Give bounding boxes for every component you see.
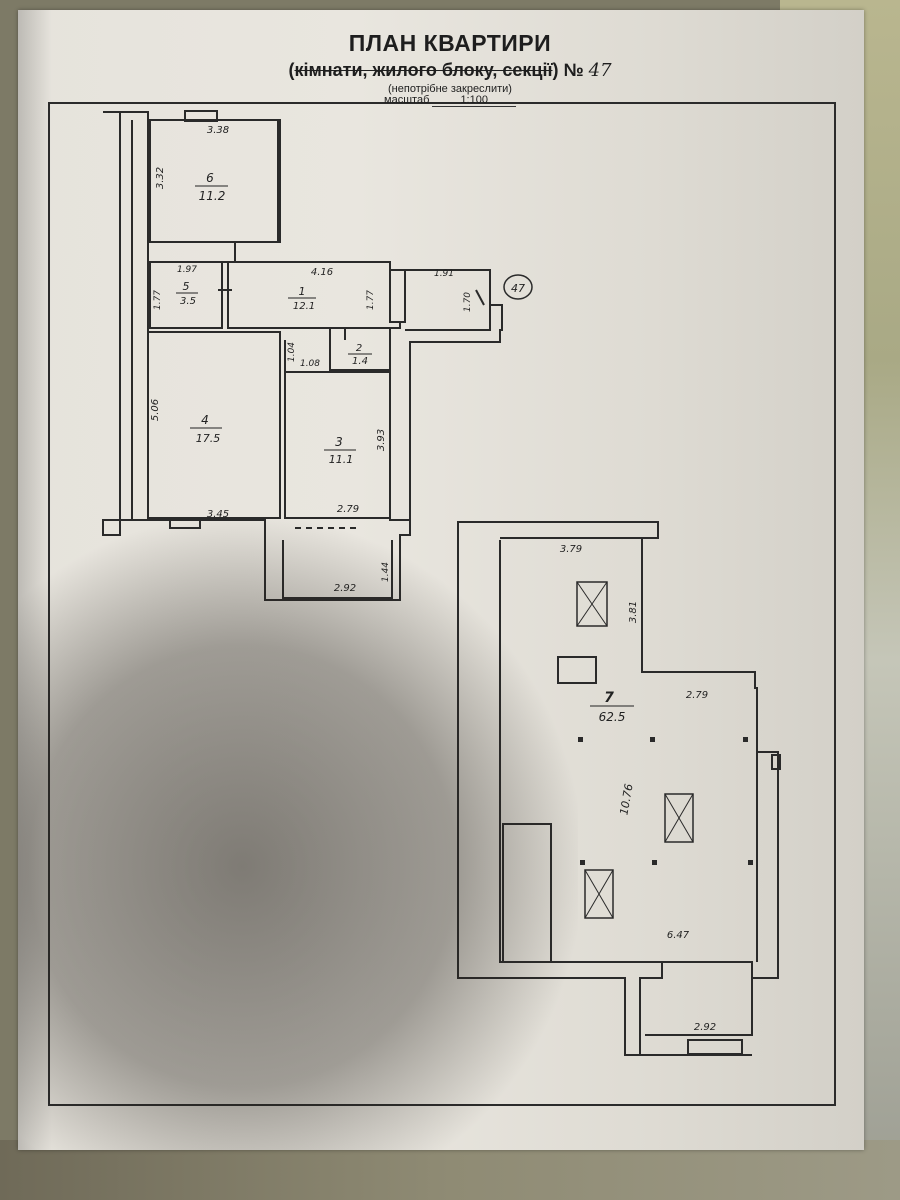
background-bottom	[0, 1140, 900, 1200]
scale-value: 1:100	[432, 94, 516, 107]
dim-room4-height: 5.06	[150, 399, 161, 421]
room-7-area: 62.5	[599, 710, 626, 724]
dim-room7-upper-height: 3.81	[628, 601, 639, 623]
dim-room7-bottom: 2.92	[694, 1022, 716, 1033]
room-3-area: 11.1	[329, 453, 354, 466]
room-5-area: 3.5	[180, 296, 196, 307]
scale-row: масштаб 1:100	[0, 94, 900, 107]
dim-room6-width: 3.38	[207, 125, 229, 136]
room-7-number: 7	[604, 690, 614, 706]
dim-hall-height: 1.04	[287, 342, 297, 362]
dim-room7-top: 3.79	[560, 544, 582, 555]
column-2	[650, 737, 655, 742]
column-6	[748, 860, 753, 865]
dim-balcony-width: 2.92	[334, 583, 356, 594]
room-5-number: 5	[183, 280, 190, 293]
subtitle-struck: кімнати, жилого блоку, секції	[294, 60, 553, 80]
room-7-outline	[457, 521, 779, 1056]
window-room-6	[184, 110, 218, 122]
stair-block	[502, 823, 552, 963]
room-2-number: 2	[356, 343, 362, 354]
room-6-number: 6	[206, 171, 214, 185]
room-1-area: 12.1	[293, 301, 315, 312]
door-right	[475, 289, 485, 306]
room-2-outline	[329, 327, 391, 371]
column-1	[578, 737, 583, 742]
fixture-1	[557, 656, 597, 684]
vent-2	[664, 793, 694, 843]
vent-3	[584, 869, 614, 919]
dim-balcony-height: 1.44	[381, 562, 391, 582]
closet-right	[405, 269, 491, 331]
strike-note: (непотрібне закреслити)	[388, 83, 512, 95]
wall-bottom	[103, 519, 411, 601]
dim-room5-height: 1.77	[153, 290, 163, 310]
vent-1-x	[576, 581, 608, 627]
page-subtitle: (кімнати, жилого блоку, секції) № 47	[0, 60, 900, 81]
room-6-outline	[149, 119, 281, 243]
unit-marker-circle	[503, 274, 533, 300]
dim-room7-width: 6.47	[667, 930, 690, 941]
dim-room7-step: 2.79	[686, 690, 708, 701]
dim-room5-width: 1.97	[177, 265, 197, 275]
dim-room1-height: 1.77	[366, 290, 376, 310]
room-5-outline	[149, 261, 223, 329]
apartment-number: 47	[588, 60, 612, 81]
room-4-outline	[147, 331, 281, 519]
room-3-number: 3	[335, 435, 343, 449]
vent-3-x	[584, 869, 614, 919]
vent-2-x	[664, 793, 694, 843]
dim-closet-height: 1.70	[463, 292, 473, 312]
wall-corridor-top	[148, 241, 503, 521]
page-title: ПЛАН КВАРТИРИ	[348, 30, 552, 56]
dim-closet-width: 1.91	[434, 269, 454, 279]
number-sign: №	[563, 60, 584, 80]
dim-room3-width: 2.79	[337, 504, 359, 515]
window-right	[771, 754, 781, 770]
scale-label: масштаб	[384, 94, 430, 106]
unit-marker-label: 47	[511, 282, 525, 295]
subtitle-open: (	[288, 60, 295, 80]
window-room-7	[687, 1039, 743, 1055]
dim-room6-height: 3.32	[155, 167, 166, 189]
wall-left-outer	[102, 111, 149, 536]
subtitle-close: )	[552, 60, 559, 80]
column-4	[580, 860, 585, 865]
room-1-number: 1	[299, 285, 306, 298]
dim-room3-height: 3.93	[376, 429, 387, 451]
dim-room1-width: 4.16	[311, 267, 333, 278]
room-2-area: 1.4	[352, 356, 368, 367]
column-5	[652, 860, 657, 865]
room-6-area: 11.2	[199, 189, 226, 203]
dim-room7-length: 10.76	[617, 783, 635, 816]
room-4-number: 4	[201, 413, 209, 427]
dim-room4-width: 3.45	[207, 509, 229, 520]
column-3	[743, 737, 748, 742]
room-1-outline	[227, 262, 406, 329]
dim-hall-width: 1.08	[300, 359, 320, 369]
room-4-area: 17.5	[196, 432, 221, 445]
